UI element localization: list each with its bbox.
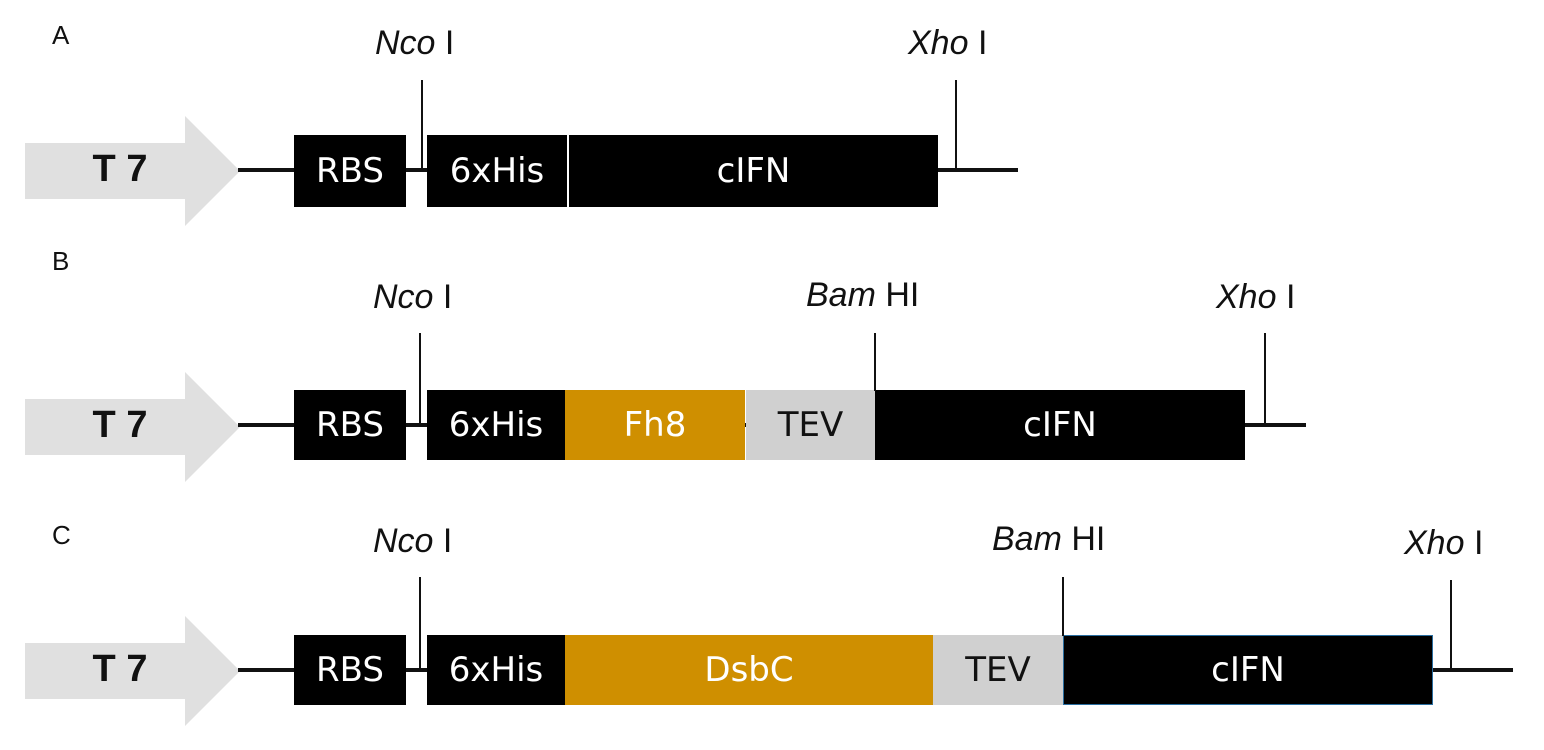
bam-site-label: Bam HI (992, 520, 1106, 558)
t7-promoter-arrow (25, 116, 240, 226)
bam-site-line (1062, 577, 1064, 636)
nco-site-label: Nco I (373, 522, 453, 560)
nco-site-line (419, 333, 421, 425)
panel-label: B (52, 246, 70, 276)
panel-label: A (52, 20, 70, 50)
promoter-label: T 7 (92, 148, 148, 190)
promoter-label: T 7 (92, 648, 148, 690)
xho-site-label: Xho I (1216, 278, 1296, 316)
rbs-box: RBS (294, 390, 406, 460)
dsbc-box: DsbC (565, 635, 933, 705)
bam-site-line (874, 333, 876, 391)
his-tag-box: 6xHis (427, 635, 565, 705)
nco-site-line (419, 577, 421, 670)
xho-site-line (1450, 580, 1452, 670)
cifn-box: cIFN (875, 390, 1245, 460)
t7-promoter-arrow (25, 372, 240, 482)
his-tag-box: 6xHis (427, 390, 565, 460)
tev-box: TEV (746, 390, 875, 460)
panel-label: C (52, 520, 71, 550)
cifn-box: cIFN (567, 135, 938, 207)
cifn-box: cIFN (1063, 635, 1433, 705)
fh8-box: Fh8 (565, 390, 745, 460)
tev-box: TEV (933, 635, 1063, 705)
t7-promoter-arrow (25, 616, 240, 726)
xho-site-label: Xho I (908, 24, 988, 62)
xho-site-label: Xho I (1404, 524, 1484, 562)
rbs-box: RBS (294, 635, 406, 705)
nco-site-label: Nco I (373, 278, 453, 316)
bam-site-label: Bam HI (806, 276, 920, 314)
nco-site-line (421, 80, 423, 170)
xho-site-line (1264, 333, 1266, 425)
promoter-label: T 7 (92, 404, 148, 446)
rbs-box: RBS (294, 135, 406, 207)
nco-site-label: Nco I (375, 24, 455, 62)
his-tag-box: 6xHis (427, 135, 567, 207)
xho-site-line (955, 80, 957, 170)
